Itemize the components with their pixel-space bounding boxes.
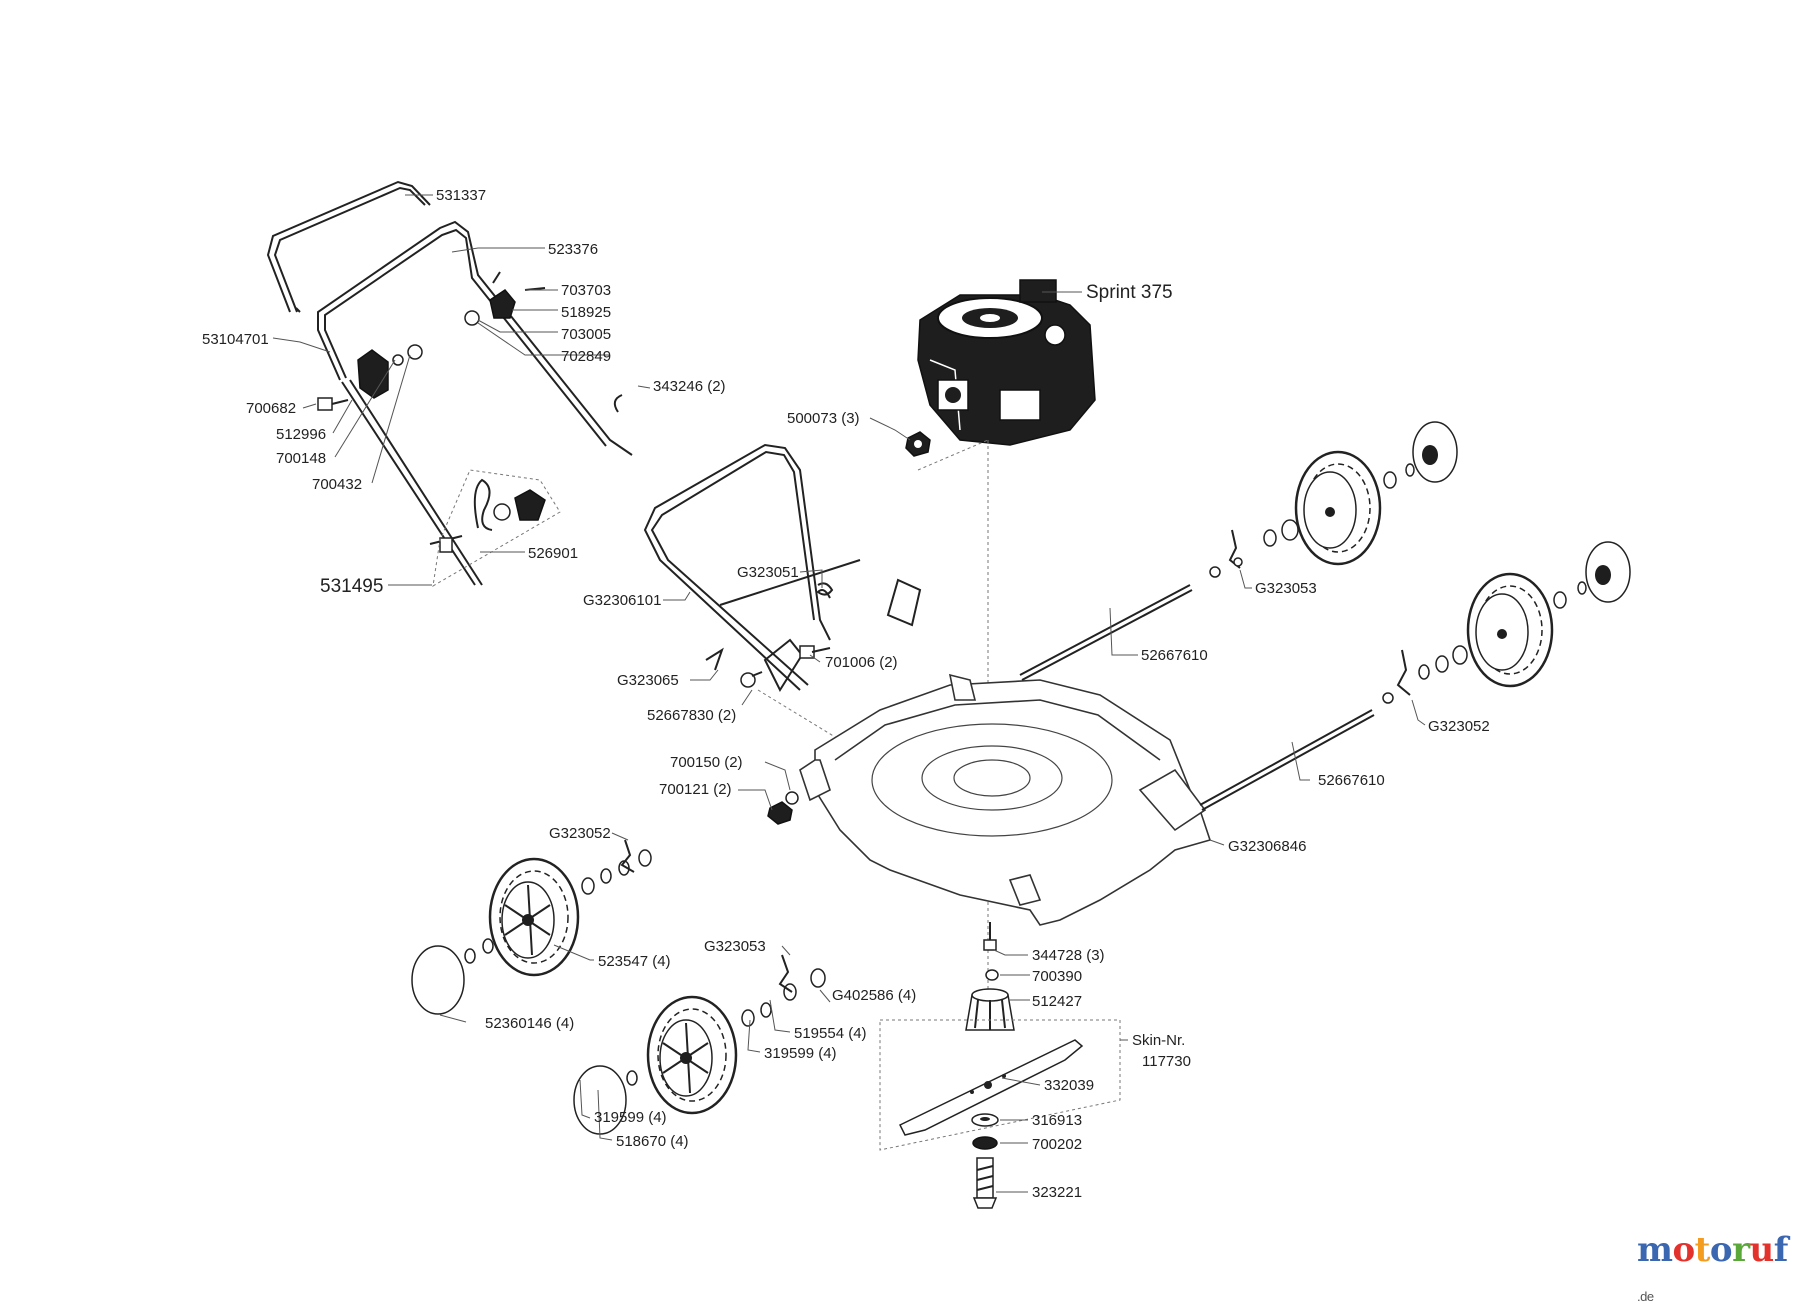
blade-bolt-323221 — [972, 1157, 998, 1209]
blade-adapter-512427 — [965, 988, 1015, 1031]
label-703005: 703005 — [561, 326, 611, 343]
logo-letter: m — [1637, 1230, 1673, 1270]
label-523376: 523376 — [548, 241, 598, 258]
label-G323053-rear: G323053 — [1255, 580, 1317, 597]
deck-nut-700150 — [785, 791, 799, 805]
washer-316913 — [971, 1113, 999, 1127]
logo-letter: f — [1773, 1230, 1789, 1270]
label-531495: 531495 — [320, 576, 383, 597]
logo-letter: r — [1732, 1230, 1750, 1270]
logo-letter: t — [1694, 1230, 1711, 1270]
rear-wheel-lower — [1382, 541, 1631, 704]
label-531337: 531337 — [436, 187, 486, 204]
handle-clamp — [317, 344, 423, 411]
axle-lower-52667610 — [1199, 709, 1375, 811]
label-700432: 700432 — [312, 476, 362, 493]
label-G323065: G323065 — [617, 672, 679, 689]
logo-letter: o — [1709, 1230, 1733, 1270]
label-700390: 700390 — [1032, 968, 1082, 985]
label-500073: 500073 (3) — [787, 410, 860, 427]
label-G32306846: G32306846 — [1228, 838, 1306, 855]
leader-lines — [272, 194, 1426, 1193]
label-skin-nr: Skin-Nr. — [1132, 1032, 1185, 1049]
parts-diagram: 531337 523376 703703 518925 703005 70284… — [202, 180, 1631, 1209]
label-332039: 332039 — [1044, 1077, 1094, 1094]
label-343246: 343246 (2) — [653, 378, 726, 395]
rear-wheel-upper — [1209, 421, 1458, 578]
label-700148: 700148 — [276, 450, 326, 467]
blade-bolt-344728 — [983, 922, 997, 951]
label-512996: 512996 — [276, 426, 326, 443]
label-319599-upper: 319599 (4) — [764, 1045, 837, 1062]
label-G32306101: G32306101 — [583, 592, 661, 609]
front-wheel-left — [411, 839, 652, 1015]
label-700150: 700150 (2) — [670, 754, 743, 771]
part-labels: 531337 523376 703703 518925 703005 70284… — [202, 187, 1490, 1201]
cable-clip-kit — [429, 469, 561, 587]
label-519554: 519554 (4) — [794, 1025, 867, 1042]
blade-332039 — [898, 1039, 1084, 1136]
engine-bolt-500073 — [905, 431, 931, 457]
label-526901: 526901 — [528, 545, 578, 562]
logo-letter: u — [1749, 1230, 1775, 1270]
mower-deck — [799, 673, 1212, 926]
label-518670: 518670 (4) — [616, 1133, 689, 1150]
pin-52667830 — [740, 671, 763, 688]
label-344728: 344728 (3) — [1032, 947, 1105, 964]
label-52667610-lower: 52667610 — [1318, 772, 1385, 789]
label-323221: 323221 — [1032, 1184, 1082, 1201]
label-518925: 518925 — [561, 304, 611, 321]
label-702849: 702849 — [561, 348, 611, 365]
label-G402586: G402586 (4) — [832, 987, 916, 1004]
label-G323052-rear: G323052 — [1428, 718, 1490, 735]
engine — [917, 279, 1096, 446]
logo-letter: o — [1672, 1230, 1695, 1270]
spring-g323051 — [816, 582, 834, 599]
label-skin-number: 117730 — [1142, 1053, 1191, 1070]
label-700202: 700202 — [1032, 1136, 1082, 1153]
label-700121: 700121 (2) — [659, 781, 732, 798]
logo-tld: .de — [1637, 1289, 1654, 1304]
label-52360146: 52360146 (4) — [485, 1015, 574, 1032]
motoruf-logo: motoruf .de — [1637, 1230, 1800, 1310]
deck-nut-700121 — [767, 801, 793, 825]
front-wheel-right — [573, 954, 826, 1135]
label-53104701: 53104701 — [202, 331, 269, 348]
label-523547: 523547 (4) — [598, 953, 671, 970]
upper-handle — [266, 180, 431, 313]
bail-bar — [643, 443, 922, 693]
axle-upper-52667610 — [1019, 584, 1193, 681]
label-700682: 700682 — [246, 400, 296, 417]
label-engine: Sprint 375 — [1086, 282, 1173, 303]
label-316913: 316913 — [1032, 1112, 1082, 1129]
lower-handle — [317, 220, 633, 586]
label-G323053-front: G323053 — [704, 938, 766, 955]
label-512427: 512427 — [1032, 993, 1082, 1010]
washer-700202 — [972, 1136, 998, 1150]
label-G323051: G323051 — [737, 564, 799, 581]
label-703703: 703703 — [561, 282, 611, 299]
label-52667830: 52667830 (2) — [647, 707, 736, 724]
label-319599-lower: 319599 (4) — [594, 1109, 667, 1126]
washer-700390 — [985, 969, 999, 981]
label-G323052-front: G323052 — [549, 825, 611, 842]
label-701006: 701006 (2) — [825, 654, 898, 671]
label-52667610-upper: 52667610 — [1141, 647, 1208, 664]
